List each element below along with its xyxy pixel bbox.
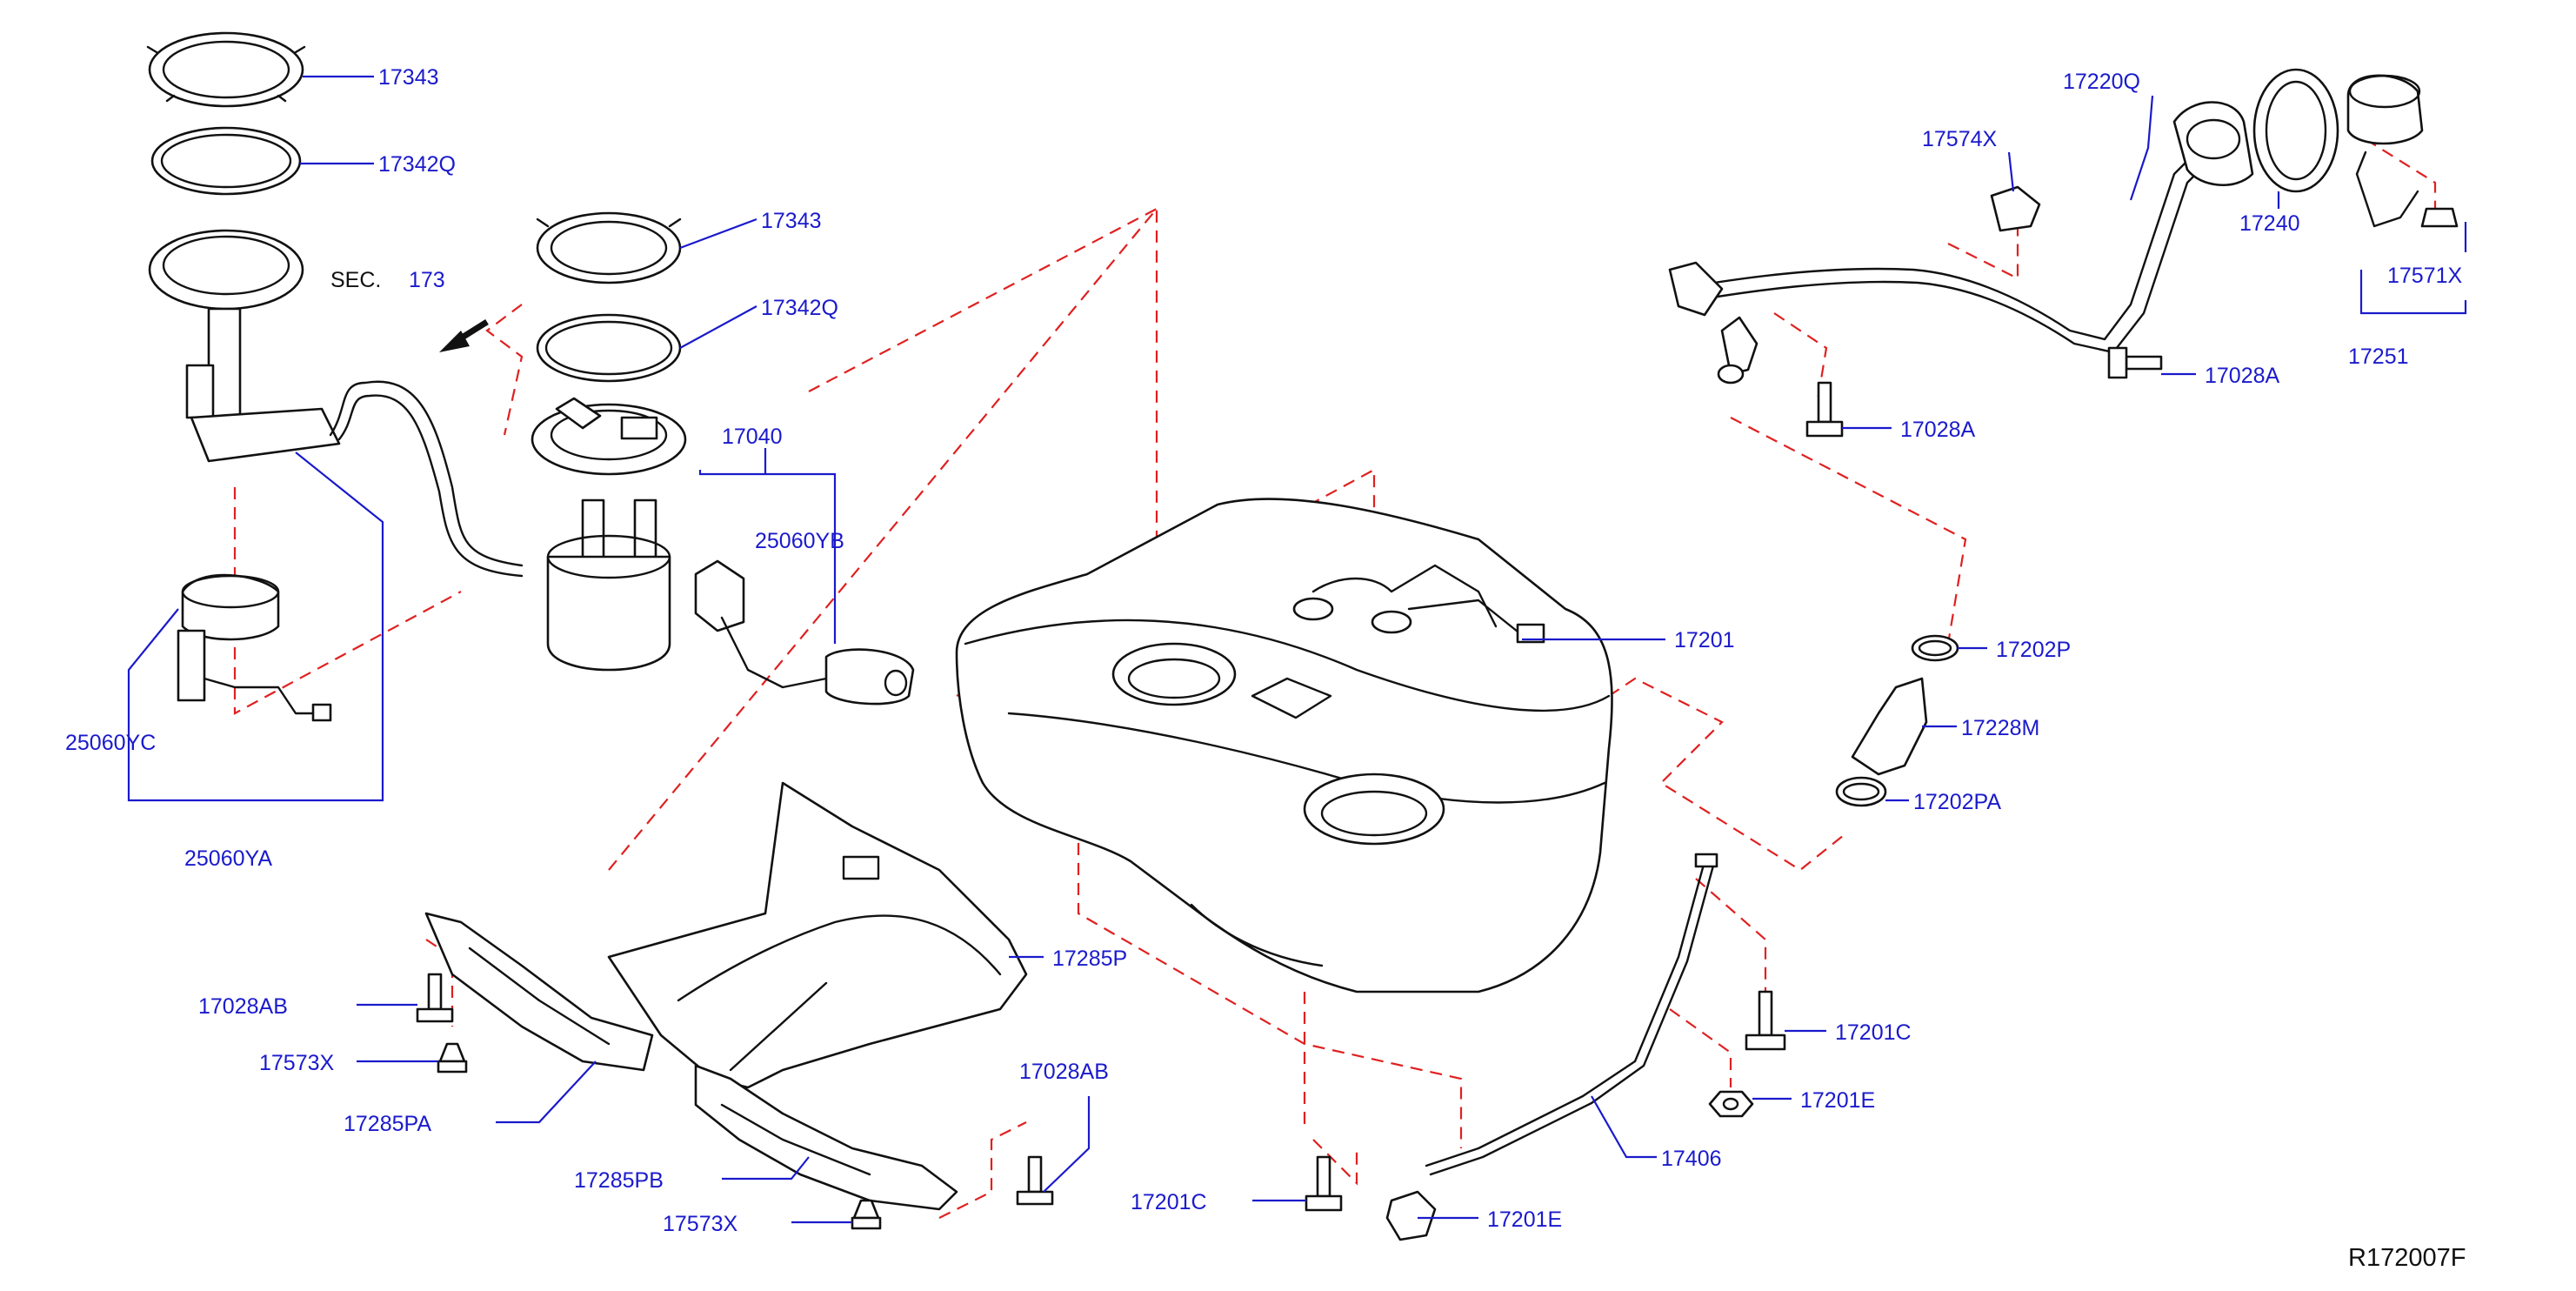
bracket-17285pb bbox=[694, 1064, 958, 1211]
part-label-17342q-left[interactable]: 17342Q bbox=[378, 152, 456, 177]
part-label-17573x-lower[interactable]: 17573X bbox=[663, 1212, 738, 1236]
part-label-17028a-lower[interactable]: 17028A bbox=[1900, 418, 1976, 442]
bracket-17285pa bbox=[424, 912, 654, 1072]
part-label-17202pa[interactable]: 17202PA bbox=[1913, 790, 2001, 814]
bolt-17201c-lower bbox=[1305, 1155, 1343, 1212]
filler-tube-assembly-17220q bbox=[1668, 101, 2254, 385]
part-label-17201c-right[interactable]: 17201C bbox=[1835, 1020, 1912, 1045]
part-label-25060yb[interactable]: 25060YB bbox=[755, 529, 844, 553]
lock-ring-17343-left bbox=[146, 31, 306, 108]
filler-hose-17228m bbox=[1851, 677, 1928, 776]
lock-ring-17343-center bbox=[536, 211, 682, 284]
section-reference[interactable]: SEC. 173 bbox=[330, 268, 445, 292]
part-label-17240[interactable]: 17240 bbox=[2239, 211, 2300, 236]
part-label-17040[interactable]: 17040 bbox=[722, 425, 783, 449]
packing-ring-17342q-center bbox=[536, 313, 682, 383]
part-label-17228m[interactable]: 17228M bbox=[1961, 716, 2039, 740]
fuel-level-sensor-unit-25060yc bbox=[177, 573, 332, 722]
clip-17573x-lower bbox=[851, 1199, 882, 1230]
tether-clip-17571x bbox=[2420, 207, 2459, 228]
clamp-17574x bbox=[1990, 185, 2041, 232]
part-label-17571x[interactable]: 17571X bbox=[2387, 264, 2463, 288]
part-label-17251[interactable]: 17251 bbox=[2348, 344, 2409, 369]
assembly-guide-lines bbox=[233, 138, 2437, 1219]
part-label-17574x[interactable]: 17574X bbox=[1922, 127, 1998, 151]
filler-cup-seal-17240 bbox=[2252, 68, 2339, 193]
part-label-17201[interactable]: 17201 bbox=[1674, 628, 1735, 652]
bolt-17201c-right bbox=[1745, 990, 1786, 1051]
part-label-17220q[interactable]: 17220Q bbox=[2063, 70, 2140, 94]
part-label-17343-left[interactable]: 17343 bbox=[378, 65, 439, 90]
part-label-17201c-lower[interactable]: 17201C bbox=[1131, 1190, 1207, 1214]
part-label-17406[interactable]: 17406 bbox=[1661, 1147, 1722, 1171]
part-label-17343-center[interactable]: 17343 bbox=[761, 209, 822, 233]
filler-cap-17251 bbox=[2346, 74, 2424, 228]
bolt-17028ab-lower bbox=[1016, 1155, 1054, 1206]
nut-17201e-lower bbox=[1385, 1190, 1437, 1241]
part-label-25060yc[interactable]: 25060YC bbox=[65, 731, 156, 755]
bolt-17028a-lower bbox=[1805, 381, 1844, 438]
part-label-17028a-upper[interactable]: 17028A bbox=[2205, 364, 2280, 388]
hose-clamp-17202pa bbox=[1835, 776, 1887, 807]
front-direction-arrow-icon bbox=[439, 319, 489, 352]
drawing-code: R172007F bbox=[2348, 1244, 2466, 1272]
part-label-17285pa[interactable]: 17285PA bbox=[344, 1112, 431, 1136]
part-label-17573x-left[interactable]: 17573X bbox=[259, 1051, 335, 1075]
part-labels: 17343 17342Q 17343 17342Q 17040 25060YB … bbox=[65, 65, 2463, 1236]
part-label-25060ya[interactable]: 25060YA bbox=[184, 846, 272, 871]
nut-17201e-right bbox=[1708, 1090, 1754, 1118]
leader-lines bbox=[127, 75, 2467, 1224]
part-label-17201e-lower[interactable]: 17201E bbox=[1487, 1207, 1562, 1232]
bolt-17028a-upper bbox=[2107, 346, 2163, 379]
part-label-17028ab-left[interactable]: 17028AB bbox=[198, 994, 288, 1019]
hose-clamp-17202p bbox=[1911, 634, 1959, 662]
section-prefix: SEC. bbox=[330, 268, 381, 292]
part-label-17201e-right[interactable]: 17201E bbox=[1800, 1088, 1875, 1113]
fuel-level-sensor-25060yb bbox=[694, 559, 915, 706]
part-label-17342q-center[interactable]: 17342Q bbox=[761, 296, 838, 320]
packing-ring-17342q-left bbox=[150, 126, 302, 196]
part-label-17028ab-lower[interactable]: 17028AB bbox=[1019, 1060, 1109, 1084]
fuel-tank-17201 bbox=[955, 498, 1613, 993]
clip-17573x-left bbox=[437, 1042, 468, 1074]
fuel-level-sender-assembly bbox=[148, 229, 524, 578]
section-number-link[interactable]: 173 bbox=[409, 268, 445, 292]
fuel-pump-assembly-17040 bbox=[531, 397, 687, 672]
bolt-17028ab-left bbox=[416, 973, 454, 1023]
tank-band-17406 bbox=[1425, 853, 1718, 1176]
heat-insulator-17285p bbox=[607, 781, 1028, 1089]
part-label-17202p[interactable]: 17202P bbox=[1996, 638, 2071, 662]
part-label-17285pb[interactable]: 17285PB bbox=[574, 1168, 664, 1193]
part-label-17285p[interactable]: 17285P bbox=[1052, 947, 1127, 971]
